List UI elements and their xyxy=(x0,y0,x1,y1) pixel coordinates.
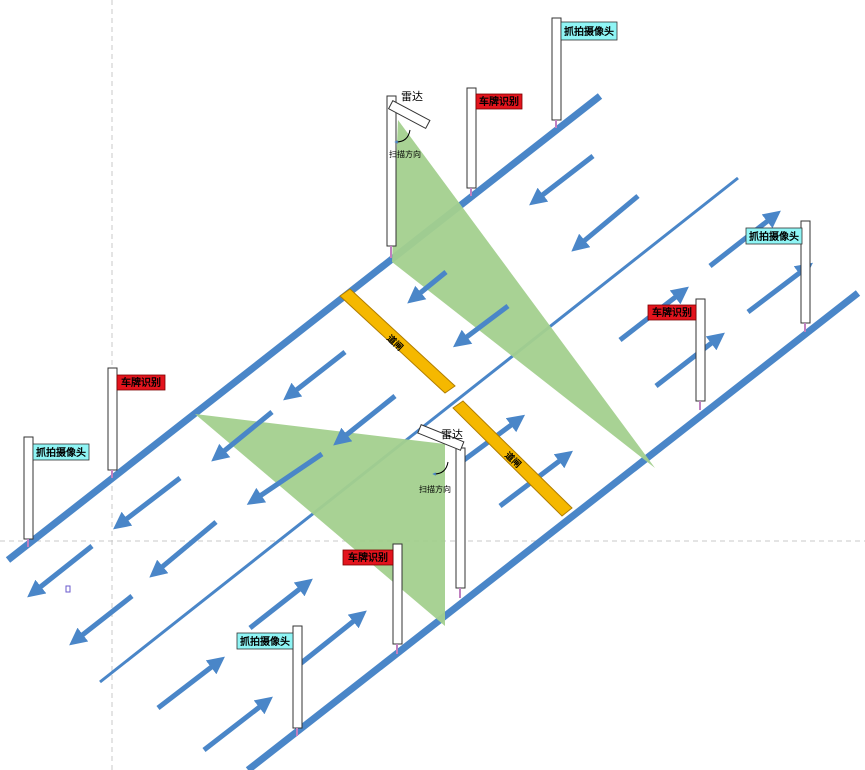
road-edge-top xyxy=(5,93,603,563)
scan-direction-label: 扫描方向 xyxy=(389,149,421,159)
scan-direction-icon xyxy=(394,129,411,144)
camera-label-text: 抓拍摄像头 xyxy=(240,635,290,648)
lane-arrow-icon xyxy=(69,594,134,646)
camera-pole-left xyxy=(23,436,34,540)
plate-pole-left xyxy=(107,367,118,471)
camera-label-left: 抓拍摄像头 xyxy=(32,443,90,461)
radar-unit-top: 雷达 扫描方向 xyxy=(387,90,431,159)
radar-pole-bottom xyxy=(455,447,466,589)
plate-label-text: 车牌识别 xyxy=(348,551,388,564)
plate-label-left: 车牌识别 xyxy=(116,374,166,391)
lane-arrow-icon xyxy=(333,394,397,446)
radar-pole-top xyxy=(386,95,397,247)
plate-label-text: 车牌识别 xyxy=(121,376,161,389)
barrier-gate-icon xyxy=(452,400,573,517)
camera-label-text: 抓拍摄像头 xyxy=(749,230,799,243)
plate-label-text: 车牌识别 xyxy=(652,306,692,319)
plate-pole-top xyxy=(466,87,477,189)
plate-pole-bottom xyxy=(392,543,403,645)
plate-label-top: 车牌识别 xyxy=(475,93,523,110)
camera-label-right: 抓拍摄像头 xyxy=(745,227,803,245)
scan-direction-label: 扫描方向 xyxy=(419,484,451,494)
lane-arrow-icon xyxy=(453,304,510,348)
camera-pole-top xyxy=(551,17,562,121)
lane-arrow-icon xyxy=(746,262,813,314)
plate-pole-right xyxy=(695,298,706,402)
plate-label-text: 车牌识别 xyxy=(479,95,519,108)
lane-arrow-icon xyxy=(298,610,367,666)
barrier-gate-icon xyxy=(339,288,456,394)
lane-arrow-icon xyxy=(407,270,448,304)
barrier-gate-upper: 道闸 xyxy=(339,288,456,394)
camera-label-text: 抓拍摄像头 xyxy=(564,25,614,38)
scan-direction-icon xyxy=(432,461,449,476)
lane-arrow-icon xyxy=(27,544,94,598)
radar-beam-top xyxy=(392,120,655,468)
lane-arrow-icon xyxy=(248,578,313,630)
lane-arrow-icon xyxy=(211,410,274,462)
radar-unit-bottom: 雷达 扫描方向 xyxy=(417,424,465,494)
lane-arrow-icon xyxy=(246,451,324,505)
lane-arrow-icon xyxy=(654,332,725,388)
lane-arrows-outbound xyxy=(27,154,640,646)
lane-arrow-icon xyxy=(156,656,225,710)
radar-icon xyxy=(387,100,431,130)
camera-pole-bottom xyxy=(292,625,303,729)
camera-label-top: 抓拍摄像头 xyxy=(560,21,618,41)
radar-icon xyxy=(417,424,465,451)
plate-label-bottom: 车牌识别 xyxy=(342,549,394,566)
lane-arrow-icon xyxy=(529,154,595,206)
poles xyxy=(23,17,811,736)
lane-arrow-icon xyxy=(571,194,640,252)
camera-label-bottom: 抓拍摄像头 xyxy=(236,632,294,650)
lane-arrow-icon xyxy=(202,696,273,752)
radar-label: 雷达 xyxy=(441,428,463,441)
selection-handle[interactable] xyxy=(65,585,71,593)
lane-arrow-icon xyxy=(708,210,781,268)
lane-arrow-icon xyxy=(113,476,182,530)
camera-label-text: 抓拍摄像头 xyxy=(36,446,86,459)
lane-arrow-icon xyxy=(283,350,347,401)
lane-arrow-icon xyxy=(149,520,218,578)
radar-label: 雷达 xyxy=(401,90,423,103)
radar-beam-bottom xyxy=(195,414,445,626)
plate-label-right: 车牌识别 xyxy=(647,304,697,321)
road-edge-bottom xyxy=(245,290,861,770)
